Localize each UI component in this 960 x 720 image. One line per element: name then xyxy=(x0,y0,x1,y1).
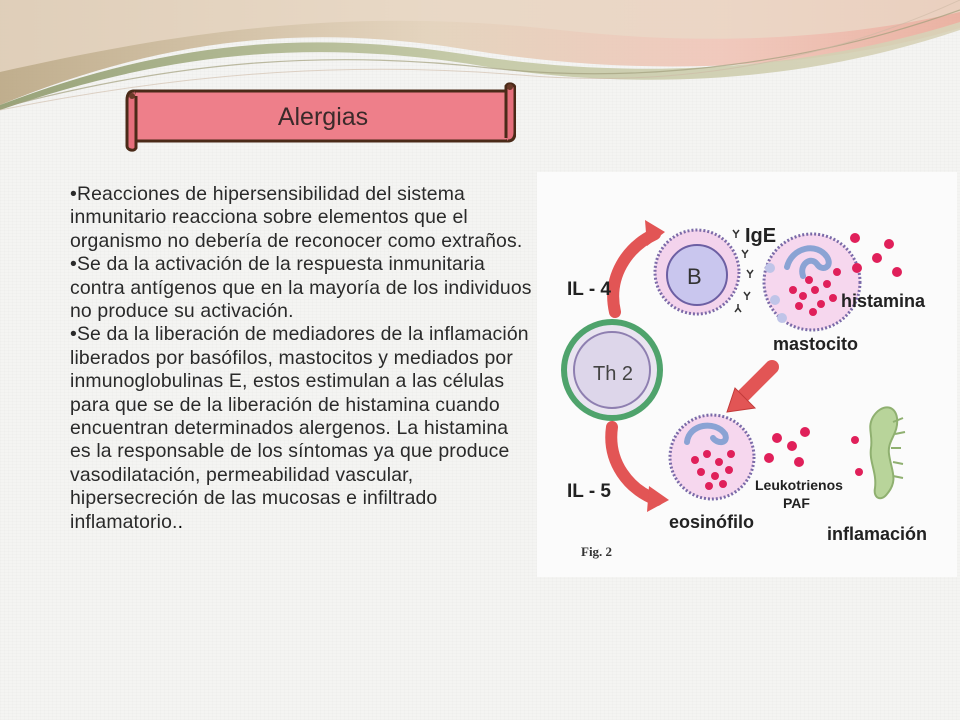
mastocito-cell xyxy=(762,232,862,332)
il5-label: IL - 5 xyxy=(567,481,611,502)
mastocito-label: mastocito xyxy=(773,334,858,354)
b-cell xyxy=(653,228,741,316)
b-cell-label: B xyxy=(687,264,702,289)
bullet-3-period: . xyxy=(177,510,184,533)
leukotrienos-label: Leukotrienos xyxy=(755,477,843,493)
histamine-granules xyxy=(850,233,902,277)
paf-label: PAF xyxy=(783,495,810,511)
slide-title: Alergias xyxy=(277,102,369,131)
decorative-header-swoosh xyxy=(0,0,960,111)
eosinofilo-label: eosinófilo xyxy=(669,512,754,532)
bullet-2: •Se da la activación de la respuesta inm… xyxy=(70,253,532,323)
il4-arrow xyxy=(607,220,665,318)
bullet-3-text: •Se da la liberación de mediadores de la… xyxy=(70,323,529,533)
ige-antibodies xyxy=(732,229,754,313)
histamina-label: histamina xyxy=(841,291,926,311)
allergy-pathway-diagram: IL - 4 IL - 5 Th 2 B IgE xyxy=(537,172,957,577)
leukotriene-granules xyxy=(764,427,810,467)
ige-label: IgE xyxy=(745,225,776,247)
th2-cell xyxy=(561,319,663,421)
bullet-3: •Se da la liberación de mediadores de la… xyxy=(70,323,532,534)
il5-arrow xyxy=(605,421,669,512)
il4-label: IL - 4 xyxy=(567,279,611,300)
mastocito-to-eosinofilo-arrow xyxy=(726,360,779,413)
eosinofilo-cell xyxy=(668,413,756,501)
figure-caption: Fig. 2 xyxy=(581,544,612,559)
title-scroll-banner xyxy=(125,82,516,152)
inflamed-tissue xyxy=(851,406,906,500)
th2-label: Th 2 xyxy=(593,363,633,385)
bullet-1: •Reacciones de hipersensibilidad del sis… xyxy=(70,183,523,252)
inflamacion-label: inflamación xyxy=(827,524,927,544)
bullet-list: •Reacciones de hipersensibilidad del sis… xyxy=(70,183,532,534)
